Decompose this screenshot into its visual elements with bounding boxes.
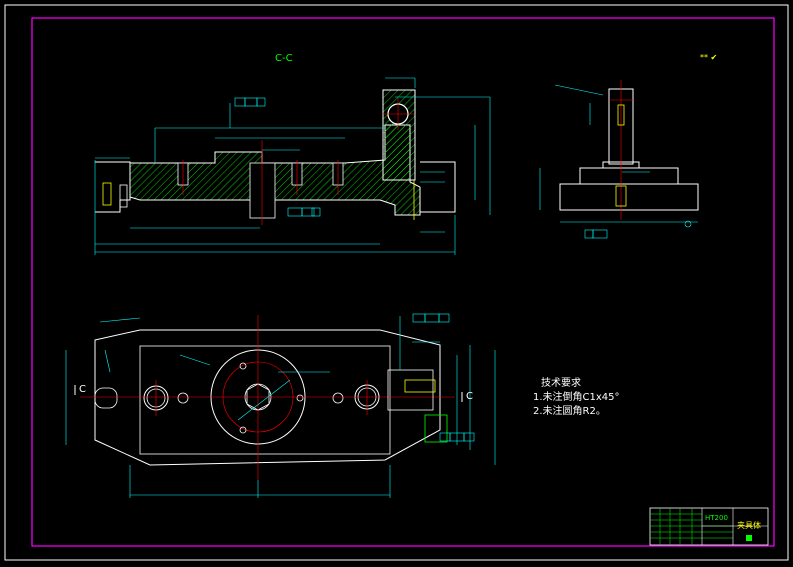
- title-block-part-name: 夹具体: [737, 520, 761, 530]
- plan-view: C C: [65, 313, 496, 498]
- title-block-material: HT200: [705, 514, 728, 522]
- drawing-frame: [31, 17, 775, 547]
- section-mark-right: C: [466, 391, 473, 402]
- technical-requirements: 技术要求 1.未注倒角C1x45° 2.未注圆角R2。: [533, 376, 620, 417]
- surface-roughness-note: ** ✔: [700, 53, 717, 62]
- base-outline: [95, 161, 131, 213]
- tech-req-item-2: 2.未注圆角R2。: [533, 404, 606, 417]
- tech-req-heading: 技术要求: [541, 376, 581, 389]
- title-block: HT200 夹具体: [649, 507, 769, 546]
- section-mark-left: C: [79, 384, 86, 395]
- plan-outline: [94, 329, 441, 466]
- section-dimensions: [94, 77, 491, 255]
- section-title: C-C: [275, 53, 293, 64]
- side-view: [539, 80, 699, 239]
- plan-dimensions: [65, 316, 496, 498]
- section-view-c-c: C-C: [94, 53, 491, 255]
- tech-req-item-1: 1.未注倒角C1x45°: [533, 390, 620, 403]
- outer-border: [4, 4, 789, 561]
